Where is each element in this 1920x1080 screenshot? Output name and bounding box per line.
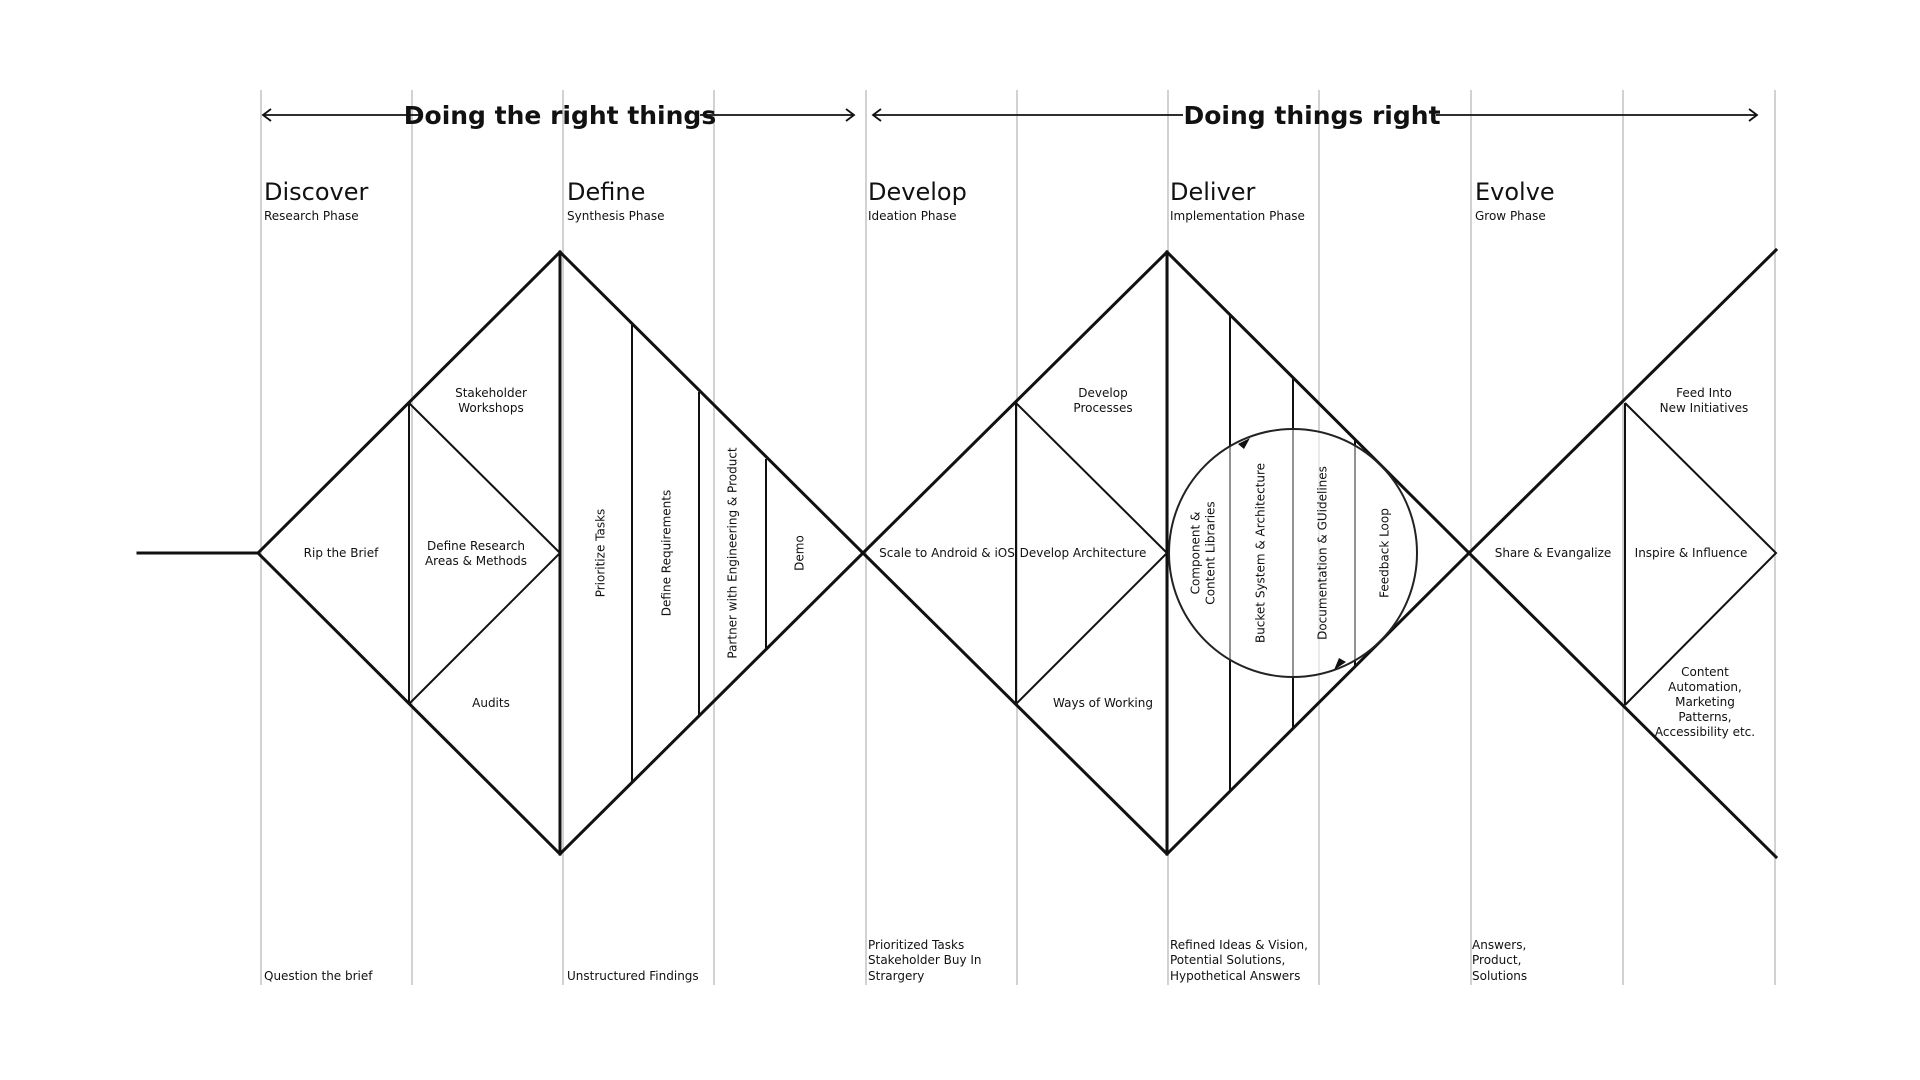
output-develop: Stakeholder Buy In (868, 953, 982, 967)
label-prioritize-tasks: Prioritize Tasks (594, 509, 608, 598)
phase-subtitle: Grow Phase (1475, 209, 1546, 223)
feedback-arrow-bottom-icon (1334, 658, 1346, 670)
label-content-line: Accessibility etc. (1655, 725, 1755, 739)
output-evolve: Answers, (1472, 938, 1526, 952)
phase-subtitle: Research Phase (264, 209, 359, 223)
label-stakeholder-workshops-2: Workshops (458, 401, 523, 415)
label-documentation-guidelines: Documentation & GUidelines (1316, 466, 1330, 640)
phase-name: Define (567, 178, 645, 206)
label-feedback-loop: Feedback Loop (1378, 508, 1392, 598)
label-feed-into-2: New Initiatives (1660, 401, 1749, 415)
phase-header-deliver: Deliver Implementation Phase (1170, 178, 1305, 223)
label-content-line: Content (1681, 665, 1729, 679)
phase-header-discover: Discover Research Phase (264, 178, 369, 223)
label-rip-the-brief: Rip the Brief (304, 546, 379, 560)
inspire-diamond (1624, 402, 1778, 706)
phase-subtitle: Implementation Phase (1170, 209, 1305, 223)
label-demo: Demo (793, 535, 807, 571)
label-ways-of-working: Ways of Working (1053, 696, 1153, 710)
output-deliver: Hypothetical Answers (1170, 969, 1300, 983)
label-content-line: Marketing (1675, 695, 1735, 709)
output-deliver: Potential Solutions, (1170, 953, 1285, 967)
band-arrow-left (261, 108, 856, 122)
label-develop-architecture: Develop Architecture (1020, 546, 1147, 560)
band-arrow-right (871, 108, 1759, 122)
label-define-requirements: Define Requirements (660, 490, 674, 616)
output-develop: Strargery (868, 969, 924, 983)
phase-name: Evolve (1475, 178, 1555, 206)
output-evolve: Solutions (1472, 969, 1527, 983)
label-inspire-influence: Inspire & Influence (1635, 546, 1748, 560)
output-discover: Question the brief (264, 969, 373, 983)
label-bucket-system: Bucket System & Architecture (1254, 463, 1268, 643)
label-audits: Audits (472, 696, 510, 710)
phase-name: Develop (868, 178, 967, 206)
band-title-left: Doing the right things (404, 101, 716, 130)
phase-header-define: Define Synthesis Phase (567, 178, 665, 223)
evolve-chevron (1466, 247, 1779, 860)
label-component-libraries-1: Component & (1189, 512, 1203, 595)
label-share-evangalize: Share & Evangalize (1495, 546, 1612, 560)
label-feed-into-1: Feed Into (1676, 386, 1732, 400)
grid-lines (260, 90, 1776, 985)
label-define-research-1: Define Research (427, 539, 525, 553)
output-develop: Prioritized Tasks (868, 938, 964, 952)
label-component-libraries-2: Content Libraries (1204, 501, 1218, 604)
phase-header-evolve: Evolve Grow Phase (1475, 178, 1555, 223)
output-evolve: Product, (1472, 953, 1521, 967)
label-develop-processes-2: Processes (1073, 401, 1132, 415)
label-define-research-2: Areas & Methods (425, 554, 527, 568)
feedback-arrow-top-icon (1238, 438, 1250, 449)
label-stakeholder-workshops-1: Stakeholder (455, 386, 527, 400)
phase-name: Deliver (1170, 178, 1256, 206)
label-develop-processes-1: Develop (1078, 386, 1127, 400)
phase-header-develop: Develop Ideation Phase (868, 178, 967, 223)
feedback-loop-circle (1168, 428, 1418, 678)
phase-subtitle: Ideation Phase (868, 209, 957, 223)
output-define: Unstructured Findings (567, 969, 699, 983)
label-scale-android-ios: Scale to Android & iOS (879, 546, 1015, 560)
band-title-right: Doing things right (1183, 101, 1440, 130)
label-content-line: Patterns, (1678, 710, 1731, 724)
phase-subtitle: Synthesis Phase (567, 209, 665, 223)
label-partner-engineering: Partner with Engineering & Product (726, 447, 740, 659)
output-deliver: Refined Ideas & Vision, (1170, 938, 1308, 952)
label-content-line: Automation, (1668, 680, 1742, 694)
phase-name: Discover (264, 178, 369, 206)
